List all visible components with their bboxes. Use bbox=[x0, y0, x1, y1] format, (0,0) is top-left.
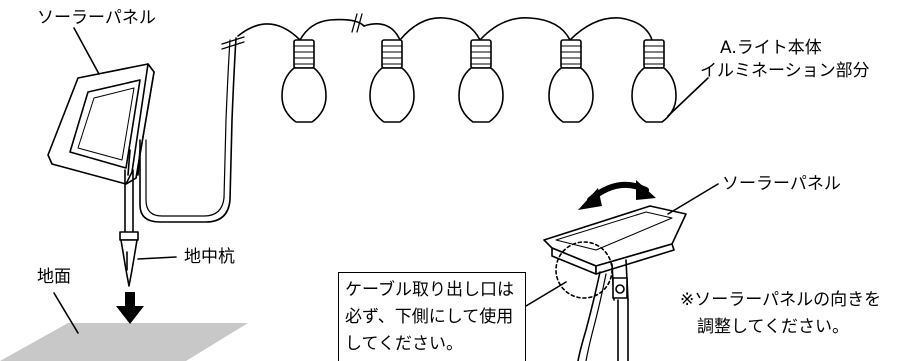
solar-panel-detail-label: ソーラーパネル bbox=[722, 174, 841, 194]
down-arrow-icon bbox=[116, 292, 144, 324]
light-body-label-line1: A.ライト本体 bbox=[720, 38, 822, 58]
panel-leader bbox=[73, 27, 100, 75]
bulb bbox=[458, 39, 504, 123]
string-break-mark bbox=[351, 13, 363, 33]
solar-panel-label: ソーラーパネル bbox=[37, 8, 156, 28]
string-wire bbox=[237, 23, 301, 41]
cable-note-line1: ケーブル取り出し口は bbox=[345, 280, 514, 300]
solar-panel-detail bbox=[543, 205, 687, 361]
stake-label: 地中杭 bbox=[184, 247, 235, 267]
bulb bbox=[631, 39, 677, 123]
light-body-label-line2: イルミネーション部分 bbox=[700, 61, 870, 81]
ground-plane bbox=[0, 323, 248, 361]
note-leader bbox=[525, 281, 567, 307]
stake-leader bbox=[137, 256, 177, 260]
bulb bbox=[281, 39, 327, 123]
rotate-arrow-icon bbox=[578, 180, 656, 210]
bulb bbox=[548, 39, 594, 123]
bulb bbox=[369, 39, 415, 123]
panel-cable bbox=[139, 37, 237, 223]
panel-cable-inner bbox=[145, 39, 231, 217]
solar-panel bbox=[47, 63, 155, 185]
adjust-note-line2: 調整してください。 bbox=[697, 317, 849, 337]
panel-detail-leader bbox=[667, 183, 719, 215]
light-body-leader bbox=[667, 77, 709, 117]
cable-note-line3: してください。 bbox=[345, 334, 463, 354]
cable-outlet-highlight bbox=[555, 241, 613, 299]
cable-note-box: ケーブル取り出し口は 必ず、下側にして使用 してください。 bbox=[338, 272, 526, 361]
ground-label: 地面 bbox=[37, 267, 71, 287]
cable-note-line2: 必ず、下側にして使用 bbox=[345, 307, 514, 327]
ground-leader bbox=[53, 292, 79, 334]
stake bbox=[119, 169, 139, 287]
adjust-note-line1: ※ソーラーパネルの向きを bbox=[680, 290, 882, 310]
cable-break-mark bbox=[221, 36, 245, 50]
